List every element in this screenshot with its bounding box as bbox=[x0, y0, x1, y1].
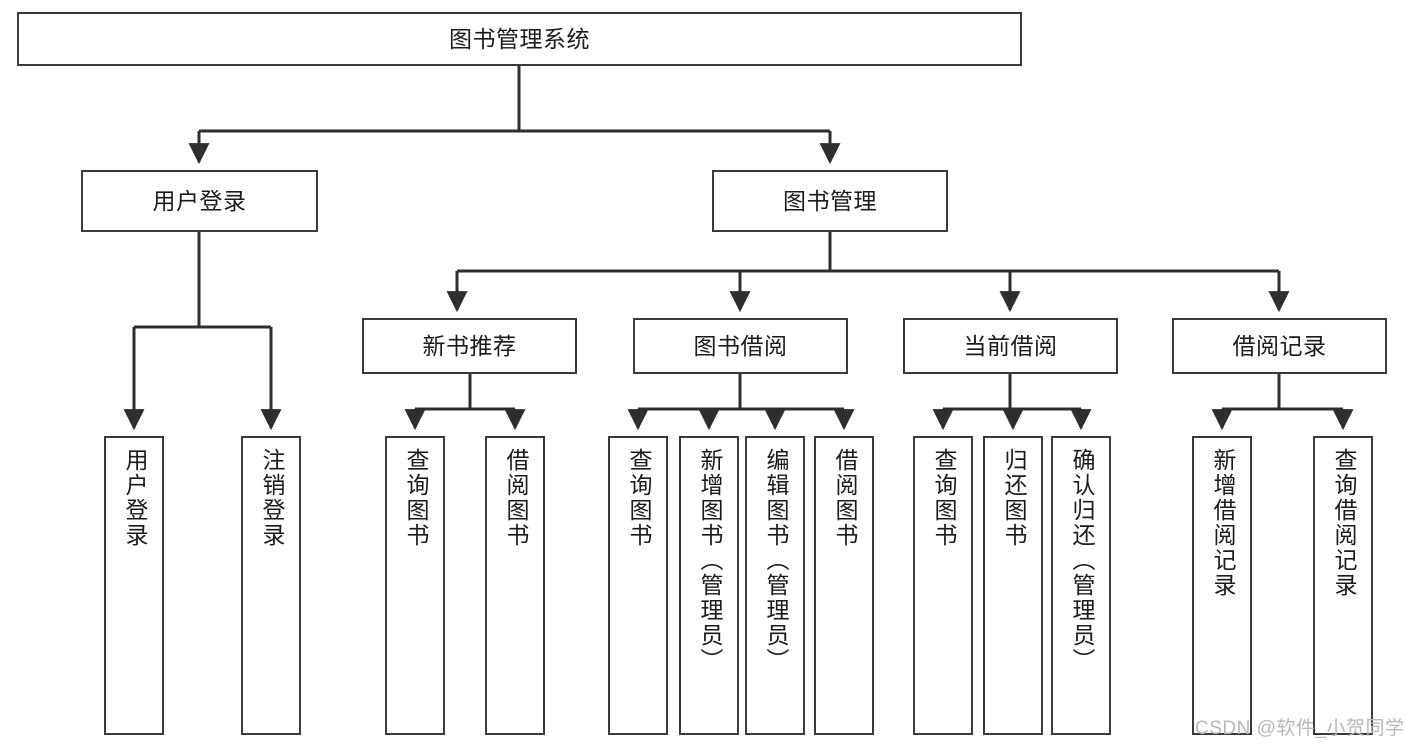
node-label: 注销登录 bbox=[258, 448, 285, 548]
node-label: 查询图书 bbox=[930, 448, 957, 548]
node-label: 新增借阅记录 bbox=[1209, 448, 1236, 598]
node-label: 归还图书 bbox=[1000, 448, 1027, 548]
node-label: 借阅记录 bbox=[1232, 332, 1327, 359]
node-user-login[interactable]: 用户登录 bbox=[81, 170, 318, 232]
node-label: 新书推荐 bbox=[422, 332, 517, 359]
node-label: 借阅图书 bbox=[831, 448, 858, 548]
node-label: 新增图书（管理员） bbox=[696, 448, 723, 673]
node-label: 借阅图书 bbox=[502, 448, 529, 548]
node-current-borrow[interactable]: 当前借阅 bbox=[903, 318, 1118, 374]
node-new-book-rec[interactable]: 新书推荐 bbox=[362, 318, 577, 374]
node-leaf-query-book-borrow[interactable]: 查询图书 bbox=[608, 436, 668, 735]
node-leaf-borrow-book-rec[interactable]: 借阅图书 bbox=[485, 436, 545, 735]
node-label: 图书借阅 bbox=[693, 332, 788, 359]
node-book-manage[interactable]: 图书管理 bbox=[712, 170, 948, 232]
node-label: 编辑图书（管理员） bbox=[762, 448, 789, 673]
node-label: 当前借阅 bbox=[963, 332, 1058, 359]
node-leaf-add-book[interactable]: 新增图书（管理员） bbox=[679, 436, 739, 735]
node-leaf-query-book-rec[interactable]: 查询图书 bbox=[385, 436, 445, 735]
node-borrow-record[interactable]: 借阅记录 bbox=[1172, 318, 1387, 374]
node-label: 用户登录 bbox=[121, 448, 148, 548]
node-leaf-add-record[interactable]: 新增借阅记录 bbox=[1192, 436, 1252, 735]
node-label: 图书管理 bbox=[783, 187, 877, 214]
node-leaf-return-book[interactable]: 归还图书 bbox=[983, 436, 1043, 735]
node-leaf-query-record[interactable]: 查询借阅记录 bbox=[1313, 436, 1373, 735]
node-label: 图书管理系统 bbox=[449, 25, 590, 52]
node-label: 确认归还（管理员） bbox=[1068, 448, 1095, 673]
node-label: 查询图书 bbox=[402, 448, 429, 548]
node-leaf-edit-book[interactable]: 编辑图书（管理员） bbox=[745, 436, 805, 735]
node-book-borrow[interactable]: 图书借阅 bbox=[633, 318, 848, 374]
csdn-watermark: CSDN @软件_小贺同学 bbox=[1195, 718, 1405, 739]
node-label: 用户登录 bbox=[152, 187, 247, 214]
node-leaf-borrow-book[interactable]: 借阅图书 bbox=[814, 436, 874, 735]
node-leaf-user-login[interactable]: 用户登录 bbox=[104, 436, 164, 735]
node-root-system[interactable]: 图书管理系统 bbox=[17, 12, 1022, 66]
node-leaf-user-logout[interactable]: 注销登录 bbox=[241, 436, 301, 735]
node-label: 查询借阅记录 bbox=[1330, 448, 1357, 598]
node-leaf-query-book-cur[interactable]: 查询图书 bbox=[913, 436, 973, 735]
node-leaf-confirm-return[interactable]: 确认归还（管理员） bbox=[1051, 436, 1111, 735]
node-label: 查询图书 bbox=[625, 448, 652, 548]
